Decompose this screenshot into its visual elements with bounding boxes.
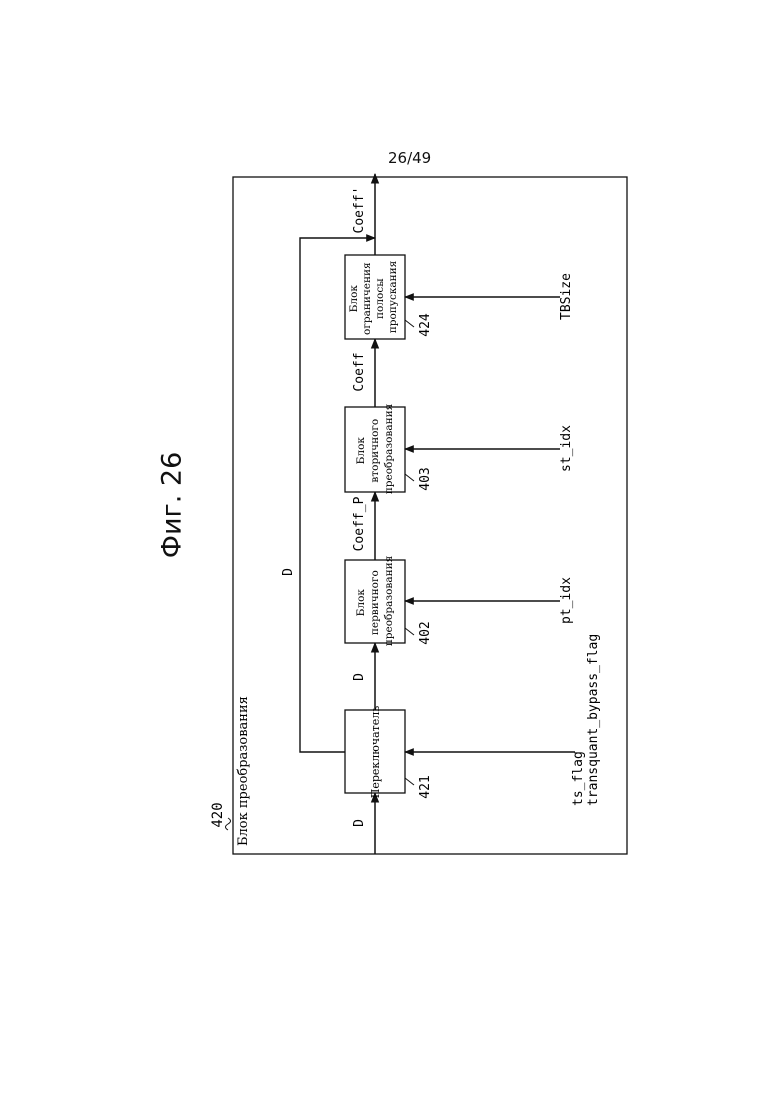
switch-ref-leader <box>405 778 414 785</box>
pt-idx-label: pt_idx <box>559 577 574 624</box>
primary-ref-number: 402 <box>418 621 433 644</box>
switch-out-signal-label: D <box>352 673 367 681</box>
transquant-bypass-flag-label: transquant_bypass_flag <box>586 634 601 806</box>
coeff-signal-label: Coeff <box>352 352 367 391</box>
bandlimit-ref-number: 424 <box>418 313 433 337</box>
unit-ref-leader <box>226 818 231 830</box>
st-idx-label: st_idx <box>559 425 574 472</box>
primary-ref-leader <box>405 628 414 635</box>
switch-ref-number: 421 <box>418 775 433 798</box>
bypass-signal-label: D <box>281 568 296 576</box>
bandlimit-ref-leader <box>405 320 414 327</box>
tbsize-label: TBSize <box>559 273 574 320</box>
secondary-ref-number: 403 <box>418 467 433 490</box>
unit-ref-number: 420 <box>210 802 226 827</box>
coeff-p-signal-label: Coeff_P <box>352 496 367 551</box>
secondary-ref-leader <box>405 474 414 481</box>
switch-block-label: Переключатель <box>369 706 382 799</box>
coeff-prime-signal-label: Coeff' <box>352 187 367 234</box>
ts-flag-label: ts_flag <box>571 751 586 806</box>
unit-label: Блок преобразования <box>236 696 251 846</box>
input-signal-label: D <box>352 819 367 827</box>
